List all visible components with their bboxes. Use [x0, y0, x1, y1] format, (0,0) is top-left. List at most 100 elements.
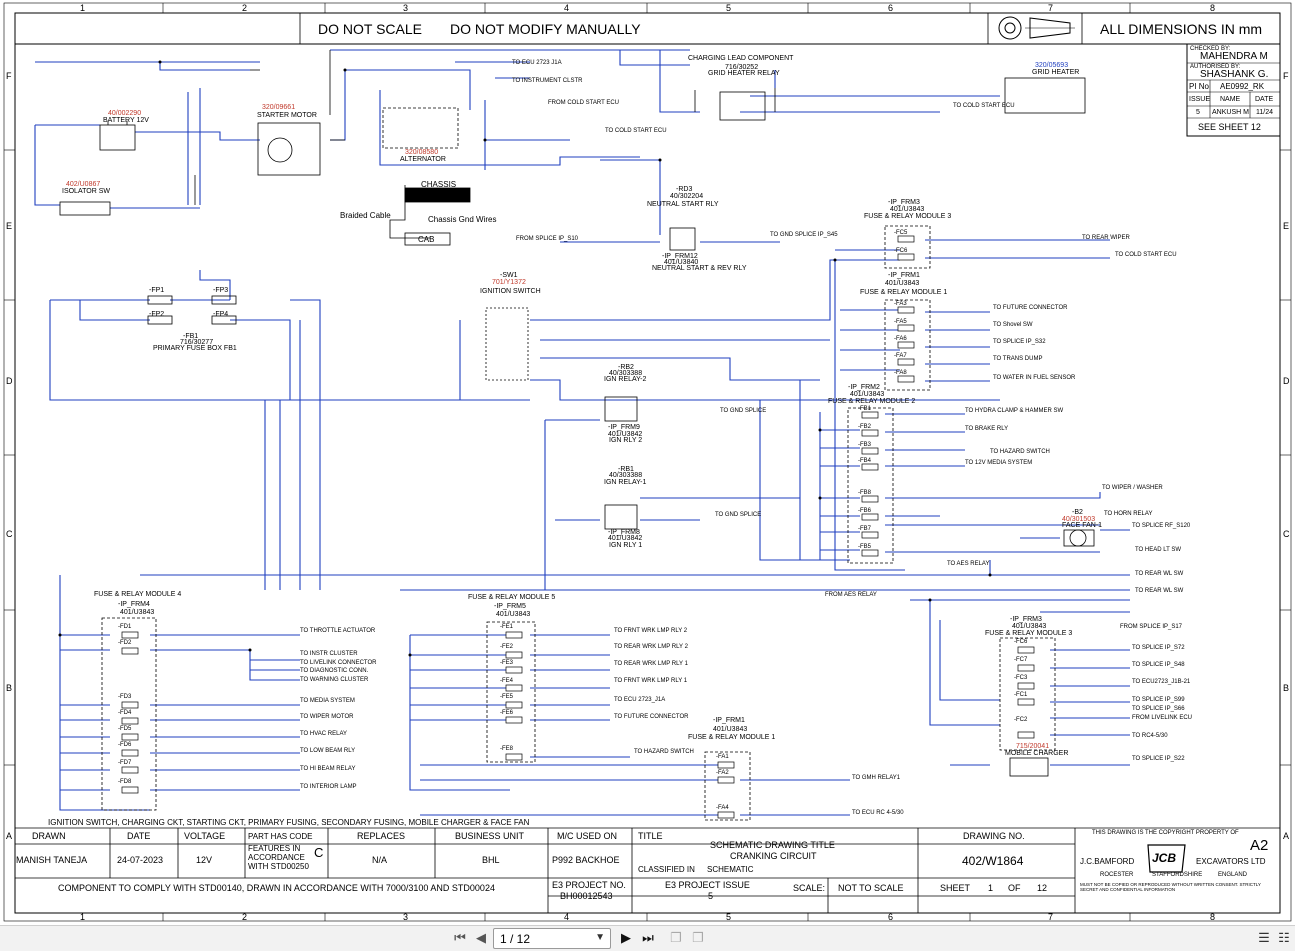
business-unit-label: BUSINESS UNIT	[455, 831, 525, 841]
fuse-fb8: -FB8	[858, 490, 872, 496]
grid-row-c-right: C	[1283, 529, 1290, 539]
frm2-title: FUSE & RELAY MODULE 2	[828, 398, 916, 405]
schematic-diagram	[3, 2, 1292, 922]
braided-cable-label: Braided Cable	[340, 211, 391, 220]
dest-misc-3: TO COLD START ECU	[605, 128, 667, 134]
dest-frm3b-4: TO SPLICE IP_S66	[1132, 706, 1185, 712]
fb1-label: -FB1	[183, 333, 199, 340]
first-page-button[interactable]: ⏮	[452, 930, 468, 946]
rb2-label: -RB2	[618, 364, 634, 371]
fuse-fc1: -FC1	[1014, 692, 1028, 698]
date-label-footer: DATE	[127, 831, 151, 841]
dest-frm2-4: TO WIPER / WASHER	[1102, 485, 1163, 491]
fuse-fa1: -FA1	[716, 754, 729, 760]
ign-sw1: -SW1	[500, 272, 518, 279]
rb1-sub: IGN RLY 1	[609, 542, 643, 549]
dest-frm4-8: TO LOW BEAM RLY	[300, 748, 356, 754]
fuse-fe6: -FE6	[500, 710, 514, 716]
rb2-frm: -IP_FRM9	[608, 424, 640, 431]
dest-frm4-5: TO MEDIA SYSTEM	[300, 698, 355, 704]
rb1-title: IGN RELAY-1	[604, 479, 647, 486]
business-unit-value: BHL	[482, 855, 500, 865]
pi-no-value: AE0992_RK	[1220, 82, 1265, 91]
grid-heater-relay-code: 716/30252	[725, 64, 759, 71]
fuse-fe5: -FE5	[500, 694, 514, 700]
drawn-label: DRAWN	[32, 831, 66, 841]
ign-switch-label: IGNITION SWITCH	[480, 288, 541, 295]
single-page-view-button[interactable]: ☰	[1256, 930, 1272, 946]
issue-label: ISSUE	[1189, 96, 1211, 103]
fuse-fd8: -FD8	[118, 779, 132, 785]
grid-col-2-bottom: 2	[242, 912, 248, 922]
fuse-fc2: -FC2	[1014, 717, 1028, 723]
fuse-fc3: -FC3	[1014, 675, 1028, 681]
fuse-fe8: -FE8	[500, 746, 514, 752]
frm4-label: -IP_FRM4	[118, 601, 150, 608]
next-page-icon: ▶	[621, 930, 631, 945]
battery-code: 40/002290	[108, 110, 142, 117]
dest-frm3b-0: TO SPLICE IP_S72	[1132, 645, 1185, 651]
checked-by-label: CHECKED BY:	[1190, 46, 1231, 52]
grid-col-2: 2	[242, 3, 248, 13]
dest-frm2-1: TO BRAKE RLY	[965, 426, 1009, 432]
drawing-no-label: DRAWING NO.	[963, 831, 1025, 841]
rb1-label: -RB1	[618, 466, 634, 473]
dest-frm3-0: TO REAR WIPER	[1082, 235, 1130, 241]
page-select[interactable]: 1 / 12 ▼	[493, 928, 611, 949]
grid-row-b: B	[6, 683, 13, 693]
dest-frm2-2: TO HAZARD SWITCH	[990, 449, 1050, 455]
title-label: TITLE	[638, 831, 663, 841]
grid-row-f-right: F	[1283, 71, 1289, 81]
fp1-label: -FP1	[149, 287, 165, 294]
neutral-rd3: -RD3	[676, 186, 693, 193]
dest-frm3b-3: TO SPLICE IP_S99	[1132, 697, 1185, 703]
double-page-icon: ☷	[1278, 930, 1290, 945]
e3-issue-value: 5	[708, 891, 714, 901]
dest-misc-2: FROM COLD START ECU	[548, 100, 620, 106]
fuse-fb1: -FB1	[858, 406, 872, 412]
sheet-label: SHEET	[940, 883, 971, 893]
next-page-button[interactable]: ▶	[618, 930, 634, 946]
starter-code: 320/09661	[262, 104, 296, 111]
e3-project-label: E3 PROJECT NO.	[552, 880, 626, 890]
dest-frm4-3: TO DIAGNOSTIC CONN.	[300, 668, 369, 674]
dest-frm5-1: TO REAR WRK LMP RLY 2	[614, 644, 688, 650]
previous-page-button[interactable]: ◀	[473, 930, 489, 946]
frm4-title: FUSE & RELAY MODULE 4	[94, 591, 182, 598]
grid-col-8-bottom: 8	[1210, 912, 1216, 922]
sheet-size: A2	[1250, 837, 1269, 854]
frm1-title: FUSE & RELAY MODULE 1	[860, 289, 948, 296]
part-code-label: PART HAS CODE	[248, 832, 313, 841]
no-copy-note: MUST NOT BE COPIED OR REPRODUCED WITHOUT…	[1080, 882, 1261, 892]
cab-label: CAB	[418, 235, 435, 244]
last-page-button[interactable]: ⏭	[640, 930, 656, 946]
grid-col-5-bottom: 5	[726, 912, 732, 922]
export-page-button[interactable]: ❐	[690, 930, 706, 946]
name-value: ANKUSH M	[1212, 109, 1249, 116]
dest-frm4-1: TO INSTR CLUSTER	[300, 651, 358, 657]
isolator-code: 402/U0867	[66, 181, 101, 188]
date-value-footer: 24-07-2023	[117, 855, 164, 865]
part-code-letter: C	[314, 845, 324, 860]
double-page-view-button[interactable]: ☷	[1276, 930, 1292, 946]
company-name-1: J.C.BAMFORD	[1080, 857, 1135, 866]
frm1b-label: -IP_FRM1	[713, 717, 745, 724]
fuse-fb2: -FB2	[858, 424, 872, 430]
fuse-fb5: -FB5	[858, 544, 872, 550]
rb2-frm-code: 401/U3842	[608, 431, 643, 438]
drawn-value: MANISH TANEJA	[16, 855, 88, 865]
frm3b-code: 401/U3843	[1012, 623, 1047, 630]
dest-frm4-7: TO HVAC RELAY	[300, 731, 348, 737]
neutral-code: 40/302204	[670, 193, 704, 200]
fuse-fa6: -FA6	[894, 336, 907, 342]
grid-col-3-bottom: 3	[403, 912, 409, 922]
fp3-label: -FP3	[213, 287, 229, 294]
grid-col-1: 1	[80, 3, 86, 13]
dest-frm5-2: TO REAR WRK LMP RLY 1	[614, 661, 688, 667]
frm1-label: -IP_FRM1	[888, 272, 920, 279]
frm1-code: 401/U3843	[885, 280, 920, 287]
charger-title: MOBILE CHARGER	[1005, 750, 1069, 757]
voltage-label: VOLTAGE	[184, 831, 226, 841]
name-label: NAME	[1220, 96, 1241, 103]
copy-page-button[interactable]: ❐	[668, 930, 684, 946]
